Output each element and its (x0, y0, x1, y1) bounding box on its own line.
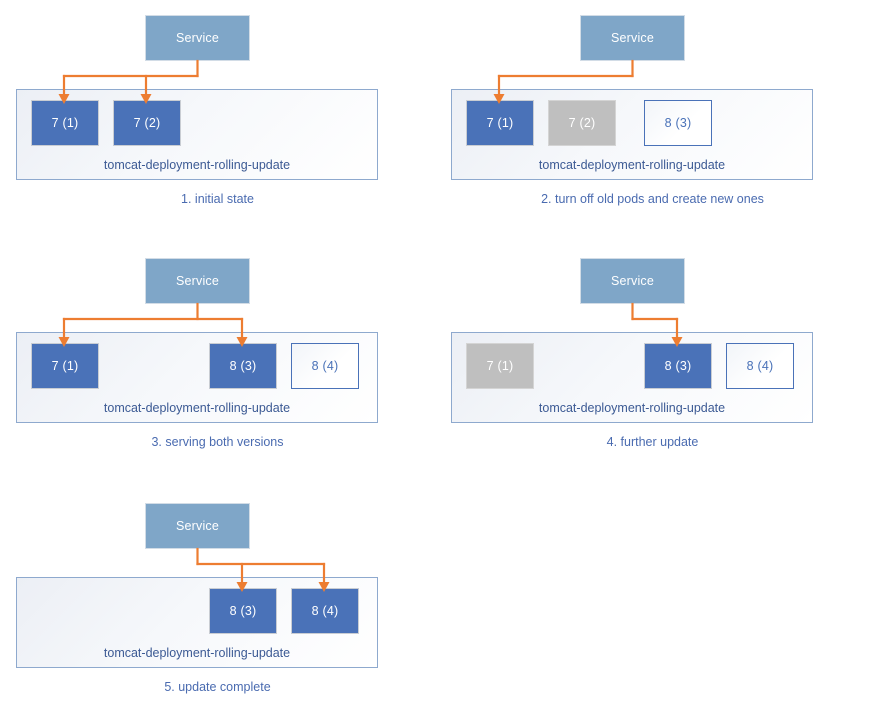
diagram-panel: Service 7 (1) 8 (3) 8 (4)tomcat-deployment-… (0, 243, 435, 476)
pod-box: 7 (1) (31, 343, 99, 389)
service-box: Service (145, 15, 250, 61)
service-box: Service (145, 258, 250, 304)
deployment-name-label: tomcat-deployment-rolling-update (103, 646, 291, 660)
deployment-name-label: tomcat-deployment-rolling-update (538, 158, 726, 172)
service-box: Service (145, 503, 250, 549)
panel-caption: 3. serving both versions (151, 435, 284, 449)
panel-body: Service 7 (1) 7 (2) tomcat-deployment-rolli… (0, 0, 435, 200)
service-box: Service (580, 15, 685, 61)
pod-box: 8 (4) (291, 588, 359, 634)
pod-box: 7 (1) (466, 100, 534, 146)
panel-body: Service 7 (1) 7 (2) 8 (3) tomcat-deployment-… (435, 0, 870, 200)
panel-caption: 2. turn off old pods and create new ones (541, 192, 764, 206)
service-box: Service (580, 258, 685, 304)
deployment-container: 7 (1) 7 (2) tomcat-deployment-rolling-upda… (16, 89, 378, 180)
pod-box: 7 (1) (31, 100, 99, 146)
panel-body: Service 7 (1) 8 (3) 8 (4)tomcat-deployment-… (0, 243, 435, 443)
deployment-container: 7 (1) 8 (3) 8 (4)tomcat-deployment-rolling… (16, 332, 378, 423)
panel-body: Service 7 (1) 8 (3) 8 (4)tomcat-deployment-… (435, 243, 870, 443)
panel-caption: 5. update complete (164, 680, 271, 694)
deployment-name-label: tomcat-deployment-rolling-update (103, 401, 291, 415)
panel-body: Service 8 (3) 8 (4)tomcat-deployment-rolli… (0, 488, 435, 688)
deployment-name-label: tomcat-deployment-rolling-update (538, 401, 726, 415)
diagram-panel: Service 8 (3) 8 (4)tomcat-deployment-rolli… (0, 488, 435, 721)
panel-caption: 1. initial state (181, 192, 254, 206)
deployment-name-label: tomcat-deployment-rolling-update (103, 158, 291, 172)
panel-caption: 4. further update (606, 435, 699, 449)
deployment-container: 7 (1) 7 (2) 8 (3) tomcat-deployment-rolling… (451, 89, 813, 180)
pod-box: 8 (3) (644, 343, 712, 389)
diagram-panel: Service 7 (1) 7 (2) tomcat-deployment-rolli… (0, 0, 435, 233)
pod-box: 7 (2) (548, 100, 616, 146)
deployment-container: 7 (1) 8 (3) 8 (4)tomcat-deployment-rolling… (451, 332, 813, 423)
pod-box: 7 (2) (113, 100, 181, 146)
pod-box: 8 (3) (644, 100, 712, 146)
pod-box: 8 (3) (209, 343, 277, 389)
pod-box: 8 (3) (209, 588, 277, 634)
pod-box: 7 (1) (466, 343, 534, 389)
deployment-container: 8 (3) 8 (4)tomcat-deployment-rolling-upda… (16, 577, 378, 668)
pod-box: 8 (4) (291, 343, 359, 389)
diagram-panel: Service 7 (1) 8 (3) 8 (4)tomcat-deployment-… (435, 243, 870, 476)
pod-box: 8 (4) (726, 343, 794, 389)
diagram-panel: Service 7 (1) 7 (2) 8 (3) tomcat-deployment-… (435, 0, 870, 233)
